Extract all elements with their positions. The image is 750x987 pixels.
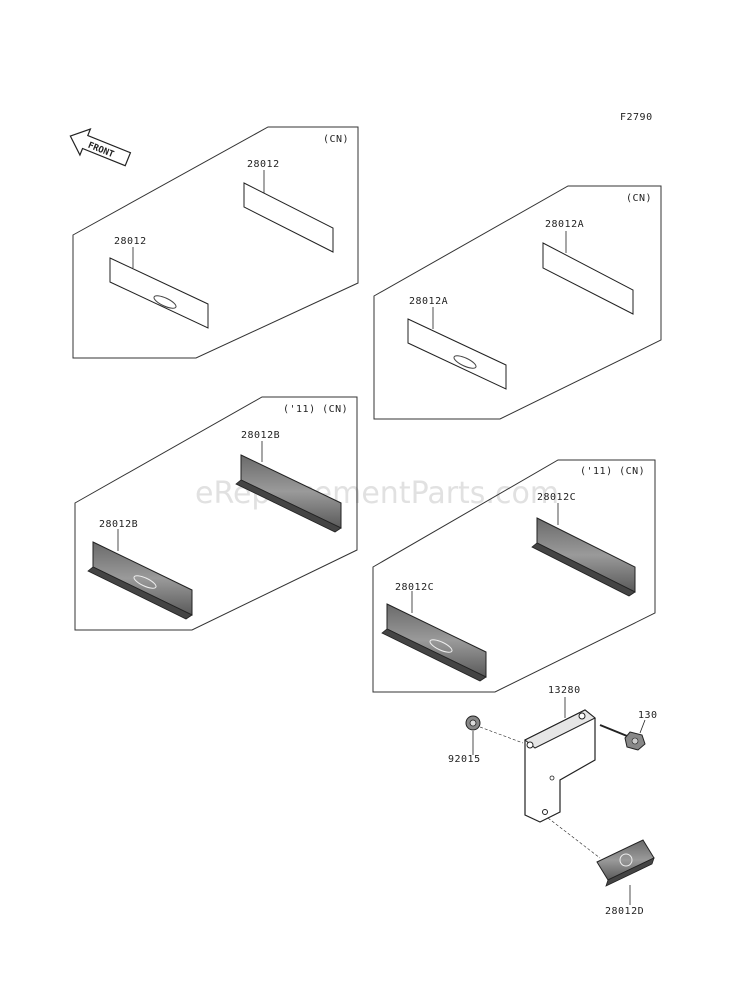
logo-sticker — [407, 318, 507, 390]
logo-icon — [133, 575, 157, 589]
logo-icon — [453, 355, 477, 369]
bolt-icon — [599, 724, 646, 751]
part-label: 28012C — [537, 492, 576, 503]
panel-3: ('11) (CN) 28012B 28012B — [74, 396, 358, 631]
sticker — [243, 182, 334, 253]
rear-reflector — [547, 817, 655, 887]
panel-tag: ('11) (CN) — [283, 404, 348, 415]
part-label: 28012 — [247, 159, 280, 170]
panel-tag: ('11) (CN) — [580, 466, 645, 477]
part-label: 28012C — [395, 582, 434, 593]
reflector-label: 28012D — [605, 906, 644, 917]
front-arrow-icon: FRONT — [69, 128, 132, 167]
panel-1: (CN) 28012 28012 — [72, 126, 359, 359]
bracket-assembly: 13280 130 92015 28012D — [448, 685, 658, 917]
figure-code: F2790 — [620, 112, 653, 123]
panel-tag: (CN) — [626, 193, 652, 204]
part-label: 28012A — [545, 219, 584, 230]
logo-icon — [429, 639, 453, 653]
part-label: 28012 — [114, 236, 147, 247]
logo-icon — [619, 853, 633, 867]
part-label: 28012B — [99, 519, 138, 530]
part-label: 28012B — [241, 430, 280, 441]
panel-outline — [72, 126, 359, 359]
panel-outline — [372, 459, 656, 693]
panel-4: ('11) (CN) 28012C 28012C — [372, 459, 656, 693]
nut-label: 92015 — [448, 754, 481, 765]
bolt-label: 130 — [638, 710, 658, 721]
logo-sticker — [109, 257, 209, 329]
bracket — [524, 709, 596, 823]
panel-2: (CN) 28012A 28012A — [373, 185, 662, 420]
nut-icon — [465, 715, 524, 744]
sticker — [542, 242, 634, 315]
bracket-label: 13280 — [548, 685, 581, 696]
panel-tag: (CN) — [323, 134, 349, 145]
part-label: 28012A — [409, 296, 448, 307]
panel-outline — [373, 185, 662, 420]
logo-icon — [153, 295, 177, 309]
panel-outline — [74, 396, 358, 631]
